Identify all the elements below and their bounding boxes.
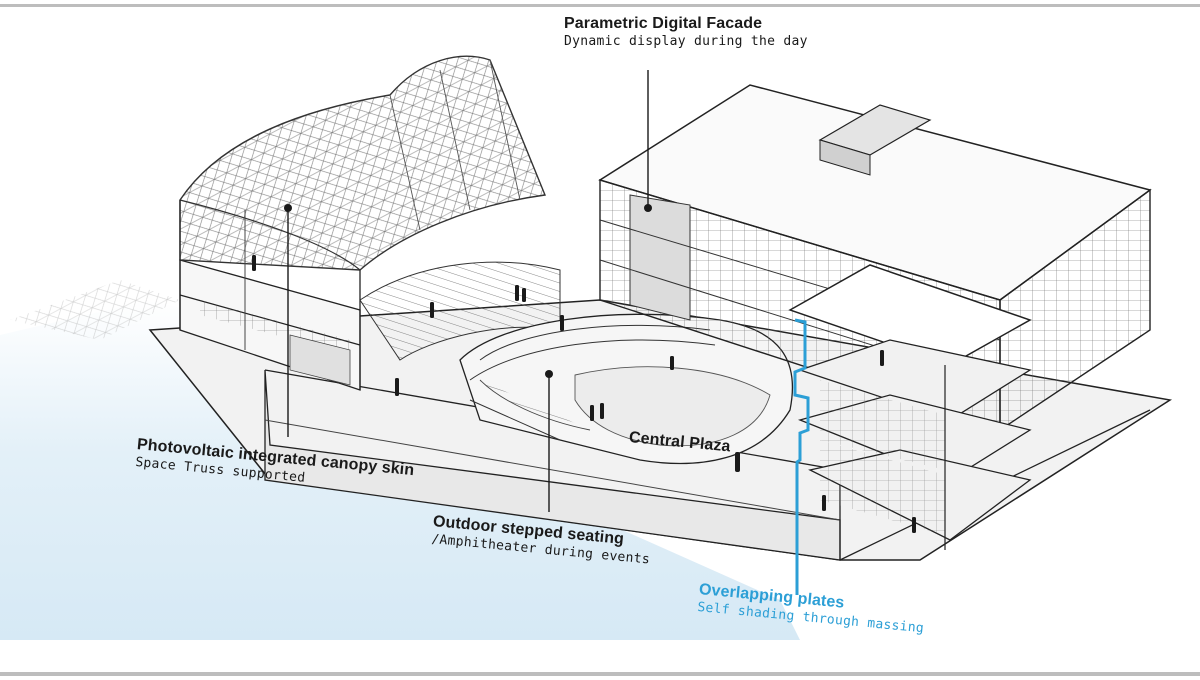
frame-top-rule (0, 4, 1200, 7)
leader-lines (287, 70, 649, 512)
annotation-facade: Parametric Digital Facade Dynamic displa… (564, 14, 808, 50)
facade-title: Parametric Digital Facade (564, 15, 763, 32)
leader-dots (284, 204, 652, 378)
facade-subtitle: Dynamic display during the day (564, 34, 808, 49)
frame-bottom-rule (0, 672, 1200, 676)
overlapping-plates-wing (788, 264, 1032, 550)
canopy-hall (179, 55, 546, 391)
people-silhouettes (252, 255, 916, 533)
overlapping-plates-highlight (793, 318, 810, 595)
amphitheater-seating (359, 261, 794, 465)
